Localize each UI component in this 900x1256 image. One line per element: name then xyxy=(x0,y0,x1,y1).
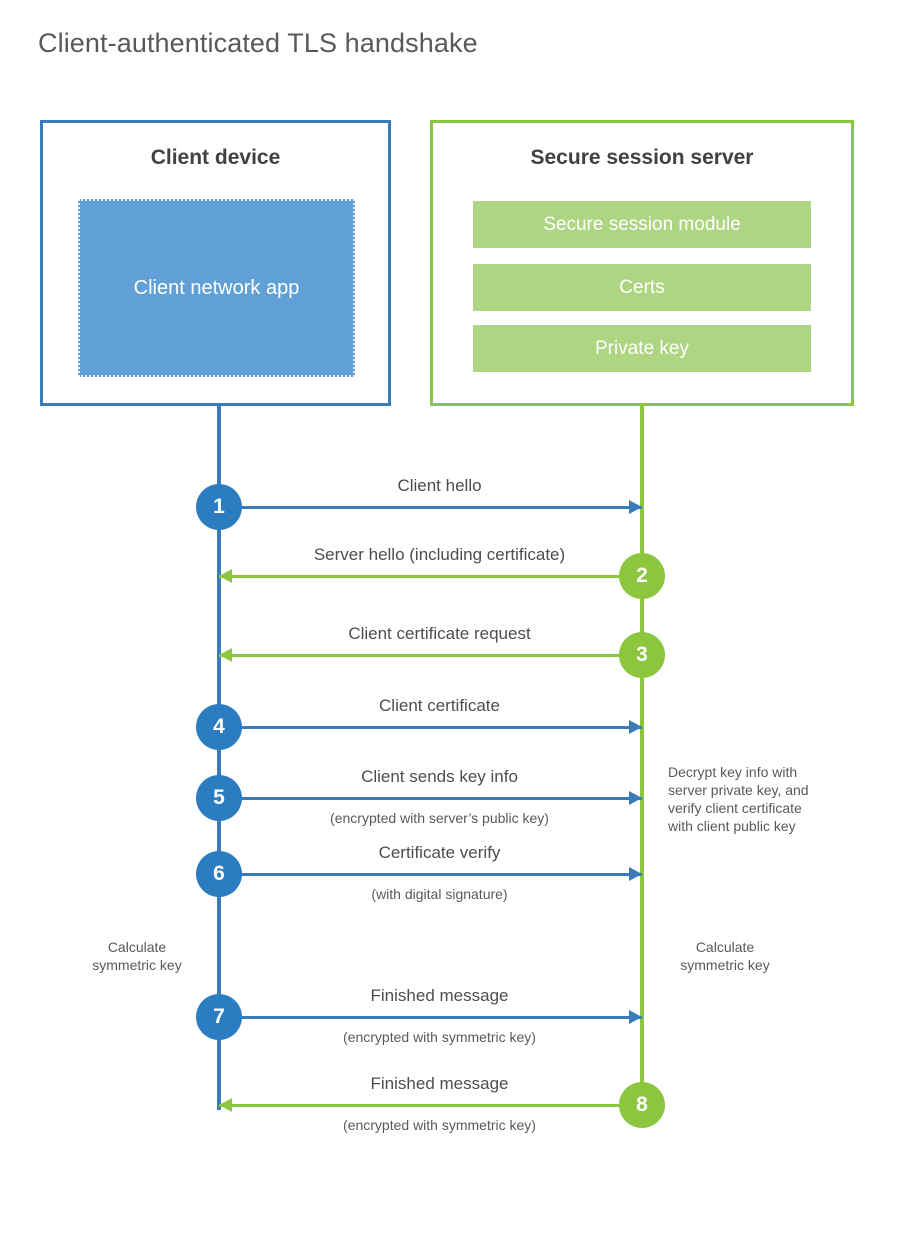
message-label-6: Certificate verify xyxy=(378,843,501,862)
server-lifeline xyxy=(640,403,644,1105)
note-decrypt-key-info: Decrypt key info with server private key… xyxy=(668,764,809,834)
step-circle-5[interactable]: 5 xyxy=(196,775,242,821)
client-device-title: Client device xyxy=(150,146,281,169)
step-circle-4[interactable]: 4 xyxy=(196,704,242,750)
message-line-5 xyxy=(219,797,642,800)
arrowhead-left-icon xyxy=(219,1098,232,1112)
arrowhead-right-icon xyxy=(629,867,642,881)
message-label-5: Client sends key info xyxy=(361,767,518,786)
message-sublabel-5: (encrypted with server’s public key) xyxy=(330,810,549,826)
message-line-3 xyxy=(219,654,642,657)
arrowhead-right-icon xyxy=(629,720,642,734)
message-sublabel-7: (encrypted with symmetric key) xyxy=(343,1029,536,1045)
message-line-2 xyxy=(219,575,642,578)
client-network-app-label: Client network app xyxy=(133,276,300,299)
client-device-box: Client device Client network app xyxy=(40,120,391,406)
note-client-calculate-symmetric-key: Calculate symmetric key xyxy=(92,939,182,973)
step-circle-8[interactable]: 8 xyxy=(619,1082,665,1128)
server-module-secure-session-module: Secure session module xyxy=(473,201,811,248)
client-lifeline xyxy=(217,403,221,1110)
arrowhead-right-icon xyxy=(629,791,642,805)
message-line-8 xyxy=(219,1104,642,1107)
step-circle-2[interactable]: 2 xyxy=(619,553,665,599)
message-label-4: Client certificate xyxy=(379,696,500,715)
note-server-calculate-symmetric-key: Calculate symmetric key xyxy=(680,939,770,973)
message-line-4 xyxy=(219,726,642,729)
secure-session-server-title: Secure session server xyxy=(530,146,754,169)
step-circle-6[interactable]: 6 xyxy=(196,851,242,897)
message-label-2: Server hello (including certificate) xyxy=(313,545,566,564)
arrowhead-right-icon xyxy=(629,500,642,514)
step-circle-1[interactable]: 1 xyxy=(196,484,242,530)
message-line-6 xyxy=(219,873,642,876)
message-label-3: Client certificate request xyxy=(348,624,531,643)
arrowhead-left-icon xyxy=(219,569,232,583)
server-module-certs: Certs xyxy=(473,264,811,311)
server-module-private-key: Private key xyxy=(473,325,811,372)
message-sublabel-6: (with digital signature) xyxy=(371,886,508,902)
client-network-app-box: Client network app xyxy=(78,199,355,377)
message-label-8: Finished message xyxy=(370,1074,509,1093)
page-title: Client-authenticated TLS handshake xyxy=(38,28,478,58)
step-circle-7[interactable]: 7 xyxy=(196,994,242,1040)
message-line-1 xyxy=(219,506,642,509)
message-label-7: Finished message xyxy=(370,986,509,1005)
arrowhead-left-icon xyxy=(219,648,232,662)
arrowhead-right-icon xyxy=(629,1010,642,1024)
message-line-7 xyxy=(219,1016,642,1019)
secure-session-server-box: Secure session server Secure session mod… xyxy=(430,120,854,406)
step-circle-3[interactable]: 3 xyxy=(619,632,665,678)
message-label-1: Client hello xyxy=(397,476,482,495)
message-sublabel-8: (encrypted with symmetric key) xyxy=(343,1117,536,1133)
